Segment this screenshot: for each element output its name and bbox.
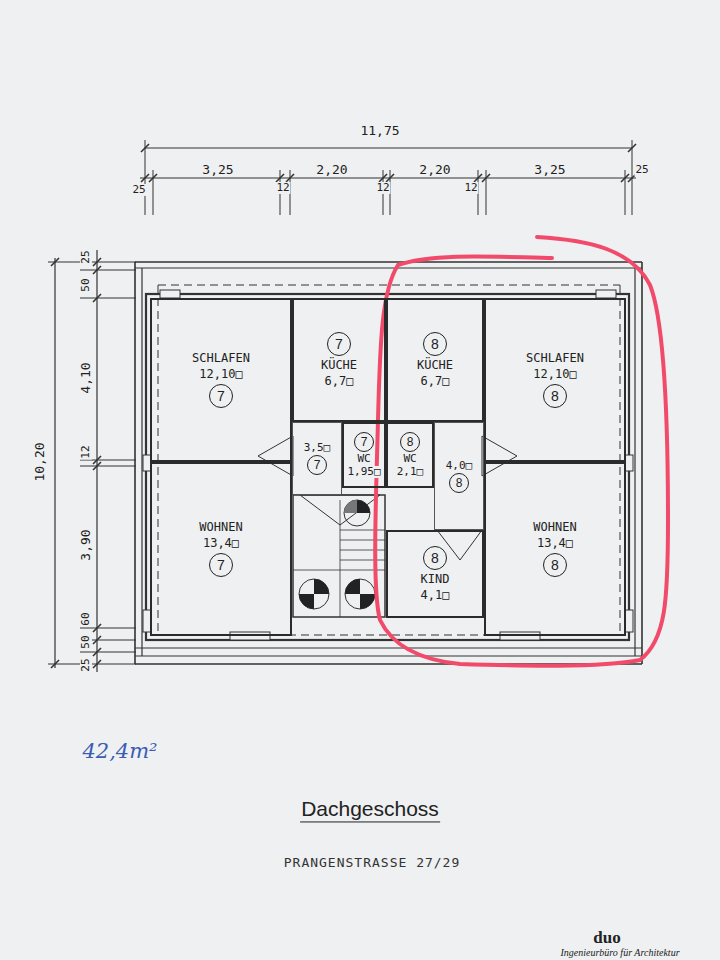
dimension: 50 <box>80 277 92 292</box>
room-name: WOHNEN <box>198 521 243 534</box>
dimension: 25 <box>634 164 649 176</box>
flat-number-circle: 8 <box>423 332 447 356</box>
room: WC2,1□ 8 <box>386 422 434 488</box>
room: WC1,95□ 7 <box>342 422 386 488</box>
handwritten-note: 42,4m² <box>81 740 158 763</box>
dimension: 3,90 <box>79 528 93 561</box>
room-name: KÜCHE <box>320 359 358 372</box>
room-name: KIND <box>420 573 451 586</box>
room: KIND 4,1□ 8 <box>386 530 484 618</box>
room: KÜCHE 6,7□ 8 <box>386 298 484 422</box>
plan-title: Dachgeschoss <box>300 797 440 822</box>
dimension: 10,20 <box>33 441 47 482</box>
dimension: 60 <box>80 611 92 626</box>
dimension: 25 <box>80 657 92 672</box>
room-area: 1,95□ <box>346 466 381 478</box>
address: PRANGENSTRASSE 27/29 <box>283 856 462 870</box>
room-area: 13,4□ <box>536 537 574 550</box>
dimension: 11,75 <box>359 124 400 138</box>
flat-number: 8 <box>407 436 414 448</box>
room-area: 2,1□ <box>396 466 425 478</box>
room-area: 4,0□ <box>445 460 474 472</box>
room-area: 12,10□ <box>532 368 577 381</box>
flat-number-circle: 7 <box>307 455 327 475</box>
dimension: 12 <box>80 444 92 459</box>
room-name: SCHLAFEN <box>191 352 251 365</box>
flat-number: 7 <box>217 389 225 403</box>
room-name: WC <box>356 453 371 465</box>
hall-room: 4,0□ 8 <box>434 422 484 530</box>
flat-number-circle: 8 <box>423 546 447 570</box>
flat-number: 8 <box>456 477 463 489</box>
flat-number-circle: 7 <box>327 332 351 356</box>
room: SCHLAFEN 12,10□ 8 <box>484 298 626 462</box>
room-name: SCHLAFEN <box>525 352 585 365</box>
flat-number-circle: 7 <box>354 432 374 452</box>
office-logo: duo <box>592 929 621 948</box>
flat-number: 7 <box>314 459 321 471</box>
dimension: 3,25 <box>201 163 234 177</box>
room-name: WOHNEN <box>532 521 577 534</box>
flat-number: 7 <box>217 558 225 572</box>
dimension: 2,20 <box>418 163 451 177</box>
dimension: 25 <box>80 249 92 264</box>
dimension: 3,25 <box>533 163 566 177</box>
flat-number: 8 <box>551 389 559 403</box>
room-area: 12,10□ <box>198 368 243 381</box>
flat-number-circle: 8 <box>543 384 567 408</box>
flat-number: 8 <box>431 551 439 565</box>
dimension: 25 <box>131 184 146 196</box>
flat-number-circle: 8 <box>400 432 420 452</box>
room: SCHLAFEN 12,10□ 7 <box>150 298 292 462</box>
dimension: 4,10 <box>79 361 93 394</box>
flat-number-circle: 8 <box>543 553 567 577</box>
room: KÜCHE 6,7□ 7 <box>292 298 386 422</box>
flat-number-circle: 7 <box>209 384 233 408</box>
room-name: WC <box>402 453 417 465</box>
room-name: KÜCHE <box>416 359 454 372</box>
office-name: Ingenieurbüro für Architektur <box>559 946 680 957</box>
room-area: 13,4□ <box>202 537 240 550</box>
room-area: 3,5□ <box>303 442 332 454</box>
dimension: 50 <box>80 634 92 649</box>
flat-number: 8 <box>551 558 559 572</box>
hall-room: 3,5□ 7 <box>292 422 342 495</box>
flat-number: 7 <box>335 337 343 351</box>
flat-number: 8 <box>431 337 439 351</box>
dimension: 12 <box>275 182 290 194</box>
room: WOHNEN 13,4□ 7 <box>150 462 292 636</box>
dimension: 12 <box>375 182 390 194</box>
room-area: 6,7□ <box>324 375 355 388</box>
room-area: 4,1□ <box>420 589 451 602</box>
flat-number-circle: 8 <box>449 473 469 493</box>
dimension: 2,20 <box>315 163 348 177</box>
room-area: 6,7□ <box>420 375 451 388</box>
dimension: 12 <box>463 182 478 194</box>
flat-number-circle: 7 <box>209 553 233 577</box>
flat-number: 7 <box>361 436 368 448</box>
room: WOHNEN 13,4□ 8 <box>484 462 626 636</box>
